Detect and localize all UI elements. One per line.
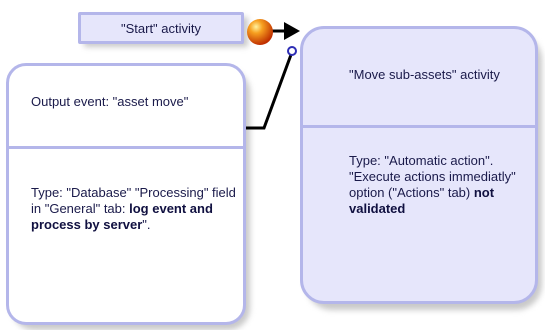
orange-start-dot-icon[interactable] — [247, 19, 273, 45]
start-activity-node[interactable]: "Start" activity — [78, 12, 244, 44]
output-event-box[interactable]: Output event: "asset move" Type: "Databa… — [6, 63, 246, 325]
output-event-details-bold: log event and process by server — [31, 201, 213, 232]
output-event-details: Type: "Database" "Processing" field in "… — [31, 185, 243, 233]
link-endpoint-dot-icon[interactable] — [287, 46, 297, 56]
activity-details-text: Type: "Automatic action". "Execute actio… — [349, 153, 516, 200]
output-event-details-tail: ". — [142, 217, 151, 232]
output-event-label: Output event: "asset move" — [31, 94, 189, 109]
move-sub-assets-activity-box[interactable]: "Move sub-assets" activity Type: "Automa… — [300, 26, 538, 304]
activity-details: Type: "Automatic action". "Execute actio… — [349, 153, 524, 217]
activity-title: "Move sub-assets" activity — [349, 67, 500, 82]
arrowhead-icon — [284, 22, 300, 40]
output-event-divider — [9, 146, 243, 149]
output-event-details-text: Type: "Database" "Processing" field in "… — [31, 185, 236, 216]
start-activity-label: "Start" activity — [120, 20, 202, 36]
activity-details-bold: not validated — [349, 185, 495, 216]
activity-divider — [303, 125, 535, 128]
event-link-line — [246, 51, 294, 130]
